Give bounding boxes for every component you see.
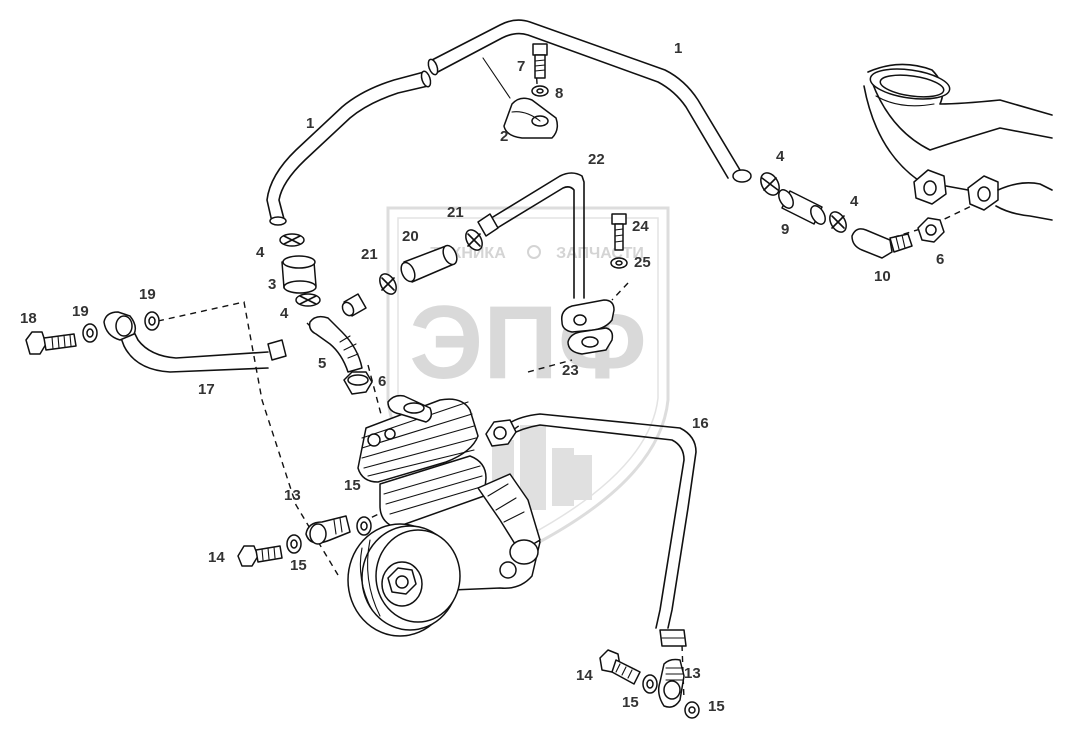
label-13-left: 13 [284, 487, 301, 504]
clamp-4-left-upper [279, 233, 305, 247]
bolt-14-left [237, 545, 283, 567]
label-2: 2 [500, 128, 508, 145]
watermark-gear-icon [527, 245, 541, 259]
label-15-upper: 15 [344, 477, 361, 494]
label-18: 18 [20, 310, 37, 327]
label-4-left-lower: 4 [280, 305, 289, 322]
label-4-lower-right: 4 [850, 193, 859, 210]
label-5: 5 [318, 355, 326, 372]
banjo-13-right [657, 658, 685, 708]
banjo-fitting-left [103, 311, 137, 341]
hose-20 [400, 244, 458, 283]
label-1-right: 1 [674, 40, 682, 57]
clamp-21-lower [379, 273, 397, 295]
label-6-center: 6 [378, 373, 386, 390]
clamp-2 [503, 97, 559, 139]
label-14-right: 14 [576, 667, 593, 684]
label-4-upper-right: 4 [776, 148, 785, 165]
label-4-left-upper: 4 [256, 244, 265, 261]
label-9: 9 [781, 221, 789, 238]
flange-23 [560, 299, 615, 355]
part-labels: 1 1 2 7 8 22 4 4 9 10 6 24 25 21 20 21 4… [20, 40, 944, 715]
washer-15-left [286, 534, 302, 554]
hose-3 [281, 255, 317, 294]
fitting-center [341, 293, 367, 317]
watermark-right-text: ЗАПЧАСТИ [556, 245, 644, 262]
label-6-right: 6 [936, 251, 944, 268]
compressor [347, 394, 541, 637]
nut-6-center [343, 371, 373, 395]
washer-15-upper [356, 516, 372, 536]
elbow-5 [308, 315, 363, 373]
bolt-18 [25, 331, 77, 355]
pipe-16 [485, 413, 697, 647]
label-8: 8 [555, 85, 563, 102]
label-13-right: 13 [684, 665, 701, 682]
label-22: 22 [588, 151, 605, 168]
pipe-17 [117, 323, 287, 373]
label-19-right: 19 [139, 286, 156, 303]
washer-15-lower-right [684, 701, 700, 719]
label-15-lower-left: 15 [622, 694, 639, 711]
label-16: 16 [692, 415, 709, 432]
washer-15-lower-left [642, 674, 658, 694]
label-10: 10 [874, 268, 891, 285]
hose-9 [778, 189, 826, 225]
label-21-lower: 21 [361, 246, 378, 263]
label-24: 24 [632, 218, 649, 235]
washer-8 [531, 85, 549, 97]
clamp-4-left-lower [295, 293, 321, 307]
label-20: 20 [402, 228, 419, 245]
clamp-4-lower-right [829, 211, 847, 233]
label-19-left: 19 [72, 303, 89, 320]
clamp-4-upper-right [760, 172, 780, 196]
label-15-lower-right: 15 [708, 698, 725, 715]
label-21-upper: 21 [447, 204, 464, 221]
label-15-left: 15 [290, 557, 307, 574]
label-14-left: 14 [208, 549, 225, 566]
label-23: 23 [562, 362, 579, 379]
pipe-22 [477, 172, 585, 299]
nut-6-right [917, 217, 945, 243]
bolt-24 [611, 213, 627, 251]
label-1-left: 1 [306, 115, 314, 132]
clamp-21-upper [465, 229, 483, 251]
bolt-7 [532, 43, 548, 79]
washer-19-right [144, 311, 160, 331]
label-3: 3 [268, 276, 276, 293]
banjo-13-left [305, 515, 351, 545]
pipe-1 [266, 19, 752, 226]
bolt-14-right [599, 649, 641, 685]
intake-manifold [863, 63, 1053, 221]
label-7: 7 [517, 58, 525, 75]
washer-25 [610, 257, 628, 269]
washer-19-left [82, 323, 98, 343]
elbow-10 [851, 228, 913, 259]
label-17: 17 [198, 381, 215, 398]
label-25: 25 [634, 254, 651, 271]
